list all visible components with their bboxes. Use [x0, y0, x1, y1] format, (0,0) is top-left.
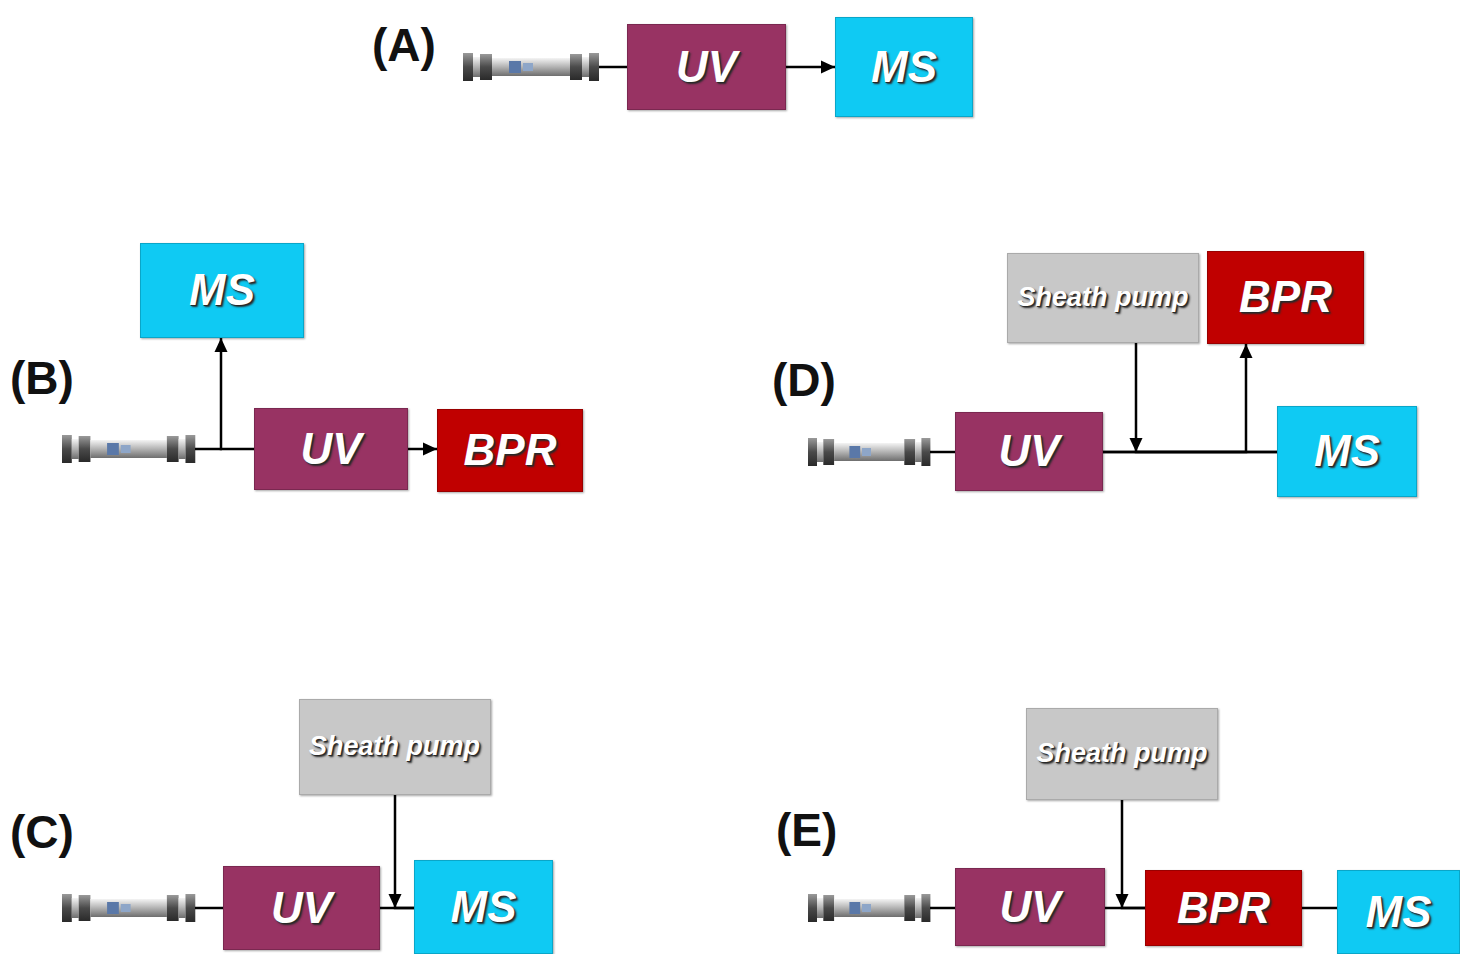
flow-connector [389, 795, 415, 908]
arrowhead [423, 443, 437, 456]
box-label: UV [998, 427, 1059, 475]
flow-connector [1103, 344, 1253, 452]
box-label: UV [300, 425, 361, 473]
hplc-column [808, 894, 930, 922]
box-label: MS [1314, 427, 1380, 475]
hplc-column [463, 53, 599, 81]
uv-detector-box: UV [223, 866, 380, 950]
back-pressure-regulator-box: BPR [1207, 251, 1364, 344]
panel-label: (A) [372, 22, 436, 68]
uv-detector-box: UV [254, 408, 408, 490]
flow-connector [786, 61, 835, 74]
flow-connector [215, 338, 255, 449]
arrowhead [1240, 344, 1253, 358]
box-label: UV [271, 884, 332, 932]
box-label: Sheath pump [1017, 282, 1188, 313]
box-label: UV [999, 883, 1060, 931]
flow-line [1302, 907, 1337, 910]
panel-label: (D) [772, 357, 836, 403]
box-label: MS [1366, 888, 1432, 936]
sheath-pump-box: Sheath pump [1026, 708, 1218, 800]
box-label: BPR [1239, 273, 1332, 321]
box-label: BPR [464, 426, 557, 474]
uv-detector-box: UV [955, 412, 1103, 491]
arrowhead [389, 894, 402, 908]
panel-label: (B) [10, 355, 74, 401]
flow-connector [1130, 343, 1278, 452]
hplc-column [62, 435, 195, 463]
panel-label: (E) [776, 807, 837, 853]
flow-line [1103, 344, 1246, 452]
mass-spectrometer-box: MS [140, 243, 304, 338]
box-label: UV [676, 43, 737, 91]
column-outlet-line [930, 907, 955, 910]
flow-line [1136, 343, 1277, 452]
flow-line [221, 338, 254, 449]
arrowhead [1116, 894, 1129, 908]
box-label: MS [189, 266, 255, 314]
back-pressure-regulator-box: BPR [437, 409, 583, 492]
box-label: MS [451, 883, 517, 931]
arrowhead [215, 338, 228, 352]
sheath-pump-box: Sheath pump [1007, 253, 1199, 343]
uv-detector-box: UV [627, 24, 786, 110]
box-label: BPR [1177, 884, 1270, 932]
panel-label: (C) [10, 809, 74, 855]
box-label: MS [871, 43, 937, 91]
column-outlet-line [195, 448, 222, 451]
column-outlet-line [599, 66, 627, 69]
arrowhead [1130, 438, 1143, 452]
sheath-pump-box: Sheath pump [299, 699, 491, 795]
mass-spectrometer-box: MS [1277, 406, 1417, 497]
box-label: Sheath pump [309, 731, 480, 762]
hplc-column [808, 438, 930, 466]
column-outlet-line [930, 451, 955, 454]
mass-spectrometer-box: MS [835, 17, 973, 117]
flow-line [395, 795, 414, 908]
mass-spectrometer-box: MS [414, 860, 553, 954]
uv-detector-box: UV [955, 868, 1105, 946]
arrowhead [821, 61, 835, 74]
mass-spectrometer-box: MS [1337, 870, 1460, 954]
flow-connector [1116, 800, 1146, 908]
hplc-column [62, 894, 195, 922]
back-pressure-regulator-box: BPR [1145, 870, 1302, 946]
flow-connector [1302, 908, 1337, 909]
box-label: Sheath pump [1036, 738, 1207, 769]
flow-line [1122, 800, 1145, 908]
column-outlet-line [195, 907, 223, 910]
flow-connector [408, 443, 437, 456]
